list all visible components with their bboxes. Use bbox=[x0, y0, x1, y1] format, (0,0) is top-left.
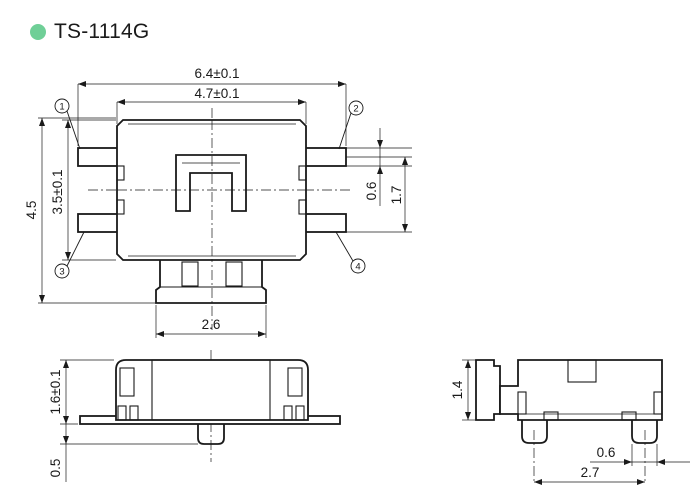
dim-actuator-height: 1.4 bbox=[450, 380, 465, 399]
dim-overall-height: 4.5 bbox=[24, 201, 39, 220]
dim-lead-thickness: 0.5 bbox=[48, 459, 63, 478]
pin-label-1: 1 bbox=[59, 102, 64, 113]
dim-front-body-height: 1.6±0.1 bbox=[48, 370, 63, 415]
dim-post-width: 0.6 bbox=[597, 445, 616, 460]
dim-actuator-width: 2.6 bbox=[202, 317, 221, 332]
dim-body-height: 3.5±0.1 bbox=[50, 170, 65, 215]
dim-body-width: 4.7±0.1 bbox=[195, 86, 240, 101]
dim-lead-width: 0.6 bbox=[364, 182, 379, 201]
bullet-icon bbox=[30, 24, 46, 40]
top-view bbox=[38, 81, 412, 338]
dim-post-span: 2.7 bbox=[581, 465, 600, 480]
dim-lead-pitch: 1.7 bbox=[389, 186, 404, 205]
side-view bbox=[462, 359, 690, 485]
pin-label-4: 4 bbox=[355, 262, 360, 273]
front-view bbox=[60, 350, 341, 482]
pin-label-3: 3 bbox=[59, 267, 64, 278]
dim-overall-width: 6.4±0.1 bbox=[195, 66, 240, 81]
pin-label-2: 2 bbox=[353, 104, 358, 115]
part-number-title: TS-1114G bbox=[54, 20, 150, 43]
header: TS-1114G bbox=[30, 17, 149, 47]
